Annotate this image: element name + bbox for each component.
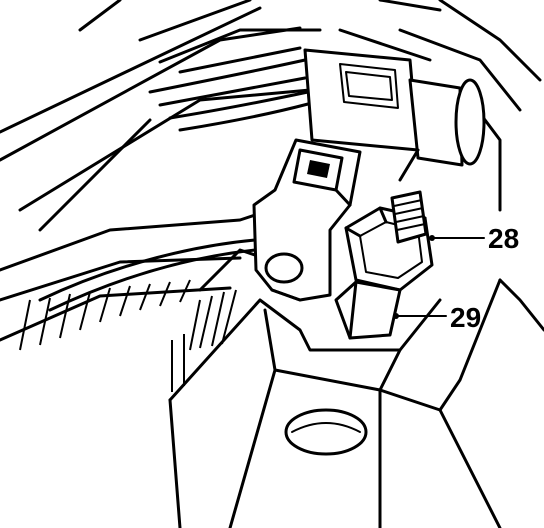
wiring-harness xyxy=(38,58,310,312)
sensor-connector xyxy=(303,48,486,182)
callout-leaders xyxy=(393,235,485,319)
callout-label-29: 29 xyxy=(450,302,481,333)
nut-and-stud xyxy=(334,190,434,340)
sensor-body xyxy=(252,138,362,302)
callout-label-28: 28 xyxy=(488,223,519,254)
left-rail xyxy=(0,213,257,351)
